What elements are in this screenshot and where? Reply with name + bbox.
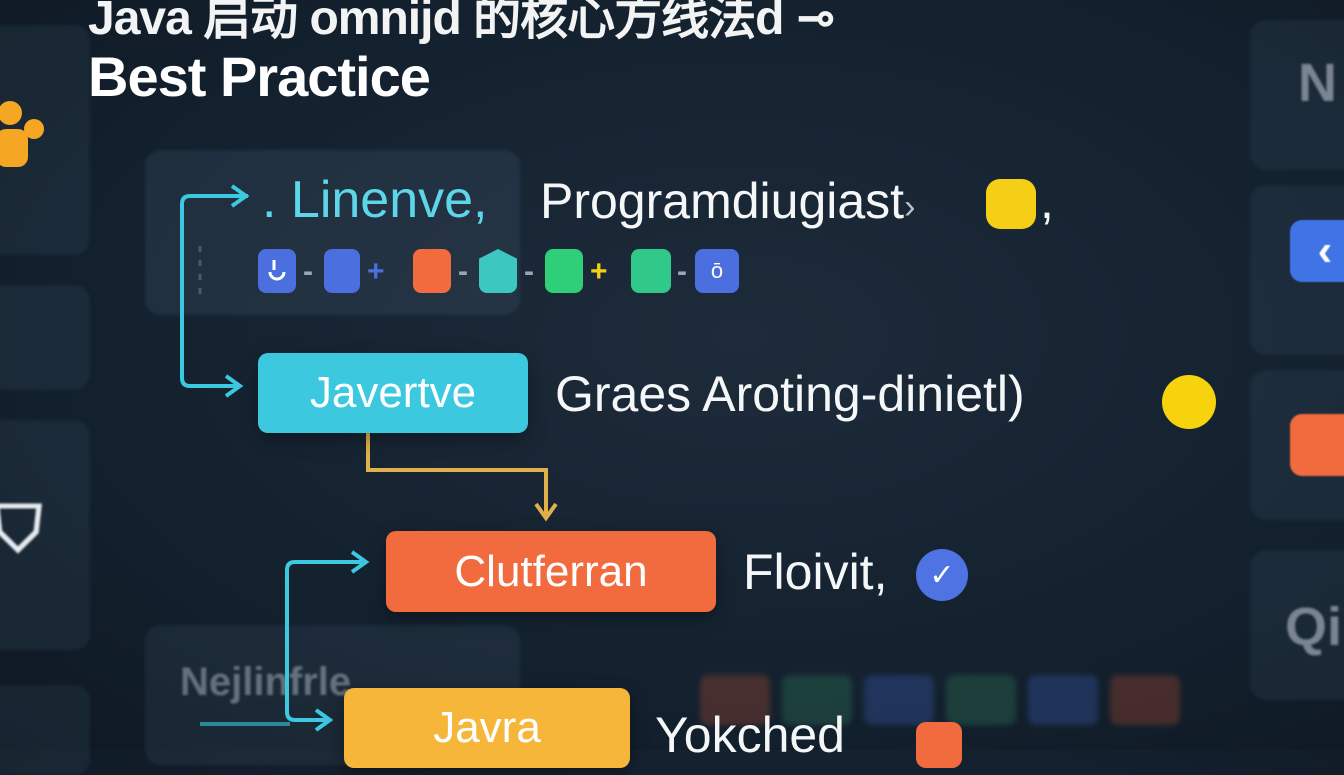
- chip-script-icon[interactable]: [258, 249, 296, 293]
- shield-icon: ⛉: [0, 493, 42, 565]
- bg-right-orange-tile: [1290, 414, 1344, 476]
- bg-right-panel-1: [1250, 20, 1344, 170]
- chip-plus-1: +: [367, 255, 385, 288]
- chip-orange[interactable]: [413, 249, 451, 293]
- linenve-label: . Linenve,: [262, 171, 488, 229]
- connector-bottom-bracket: [285, 560, 362, 722]
- chevron-left-icon: ‹: [1317, 226, 1333, 275]
- arrowhead-top-2: [224, 374, 244, 398]
- connector-javertve-cluster: [366, 433, 548, 514]
- program-caption-suffix: ›: [904, 188, 916, 226]
- script-icon: [268, 260, 286, 281]
- bg-right-text-top: N: [1298, 53, 1337, 113]
- orange-badge-icon: [916, 722, 962, 768]
- chip-green-1[interactable]: [545, 249, 583, 293]
- arrowhead-bottom-2: [314, 708, 334, 732]
- chip-green-2[interactable]: [631, 249, 671, 293]
- node-javra[interactable]: Javra: [344, 688, 630, 768]
- check-icon: ✓: [916, 549, 968, 601]
- bg-right-text-bottom: Qi: [1285, 597, 1343, 657]
- javra-caption: Yokched: [655, 707, 845, 763]
- chip-sep-2: -: [458, 255, 468, 288]
- chip-teal-hex[interactable]: [479, 249, 517, 293]
- node-clutferran[interactable]: Clutferran: [386, 531, 716, 612]
- arrowhead-bottom-1: [350, 550, 370, 574]
- chip-end-glyph: ō: [710, 258, 724, 283]
- page-title-line-2: Best Practice: [88, 45, 431, 108]
- chip-sep-3: -: [524, 255, 534, 288]
- people-icon: [0, 95, 48, 175]
- clutferran-caption: Floivit,: [743, 544, 888, 600]
- connector-arrows: [180, 184, 558, 732]
- arrowhead-top-1: [230, 184, 250, 208]
- node-clutferran-label: Clutferran: [454, 546, 648, 596]
- back-chevron-button[interactable]: ‹: [1290, 220, 1344, 282]
- check-glyph: ✓: [929, 558, 955, 592]
- program-caption-text: Programdiugiast: [540, 173, 905, 229]
- node-javertve-label: Javertve: [309, 368, 477, 417]
- bg-left-panel-2: [0, 285, 90, 390]
- chip-blue[interactable]: [324, 249, 360, 293]
- bg-left-bottom-text: Nejlinfrle: [180, 660, 352, 704]
- page-title-line-1: Java 启动 omnijd 的核心方线法d ⊸: [88, 0, 836, 45]
- arrowhead-amber: [534, 502, 558, 522]
- chip-plus-2: +: [590, 255, 608, 288]
- chip-end[interactable]: ō: [695, 249, 739, 293]
- javertve-caption: Graes Aroting-dinietl): [555, 366, 1025, 422]
- program-caption: Programdiugiast›: [540, 172, 915, 230]
- yellow-status-dot: [986, 179, 1036, 229]
- connector-top-bracket: [180, 194, 248, 388]
- yellow-circle-icon: [1162, 375, 1216, 429]
- bg-right-panel-4: [1250, 550, 1344, 700]
- bg-faint-chips: [700, 675, 1220, 725]
- chip-sep-4: -: [677, 255, 687, 288]
- node-javra-label: Javra: [433, 703, 541, 752]
- chip-sep-1: -: [303, 255, 313, 288]
- bg-left-panel-3: [0, 420, 90, 650]
- node-javertve[interactable]: Javertve: [258, 353, 528, 433]
- program-comma: ,: [1040, 173, 1054, 229]
